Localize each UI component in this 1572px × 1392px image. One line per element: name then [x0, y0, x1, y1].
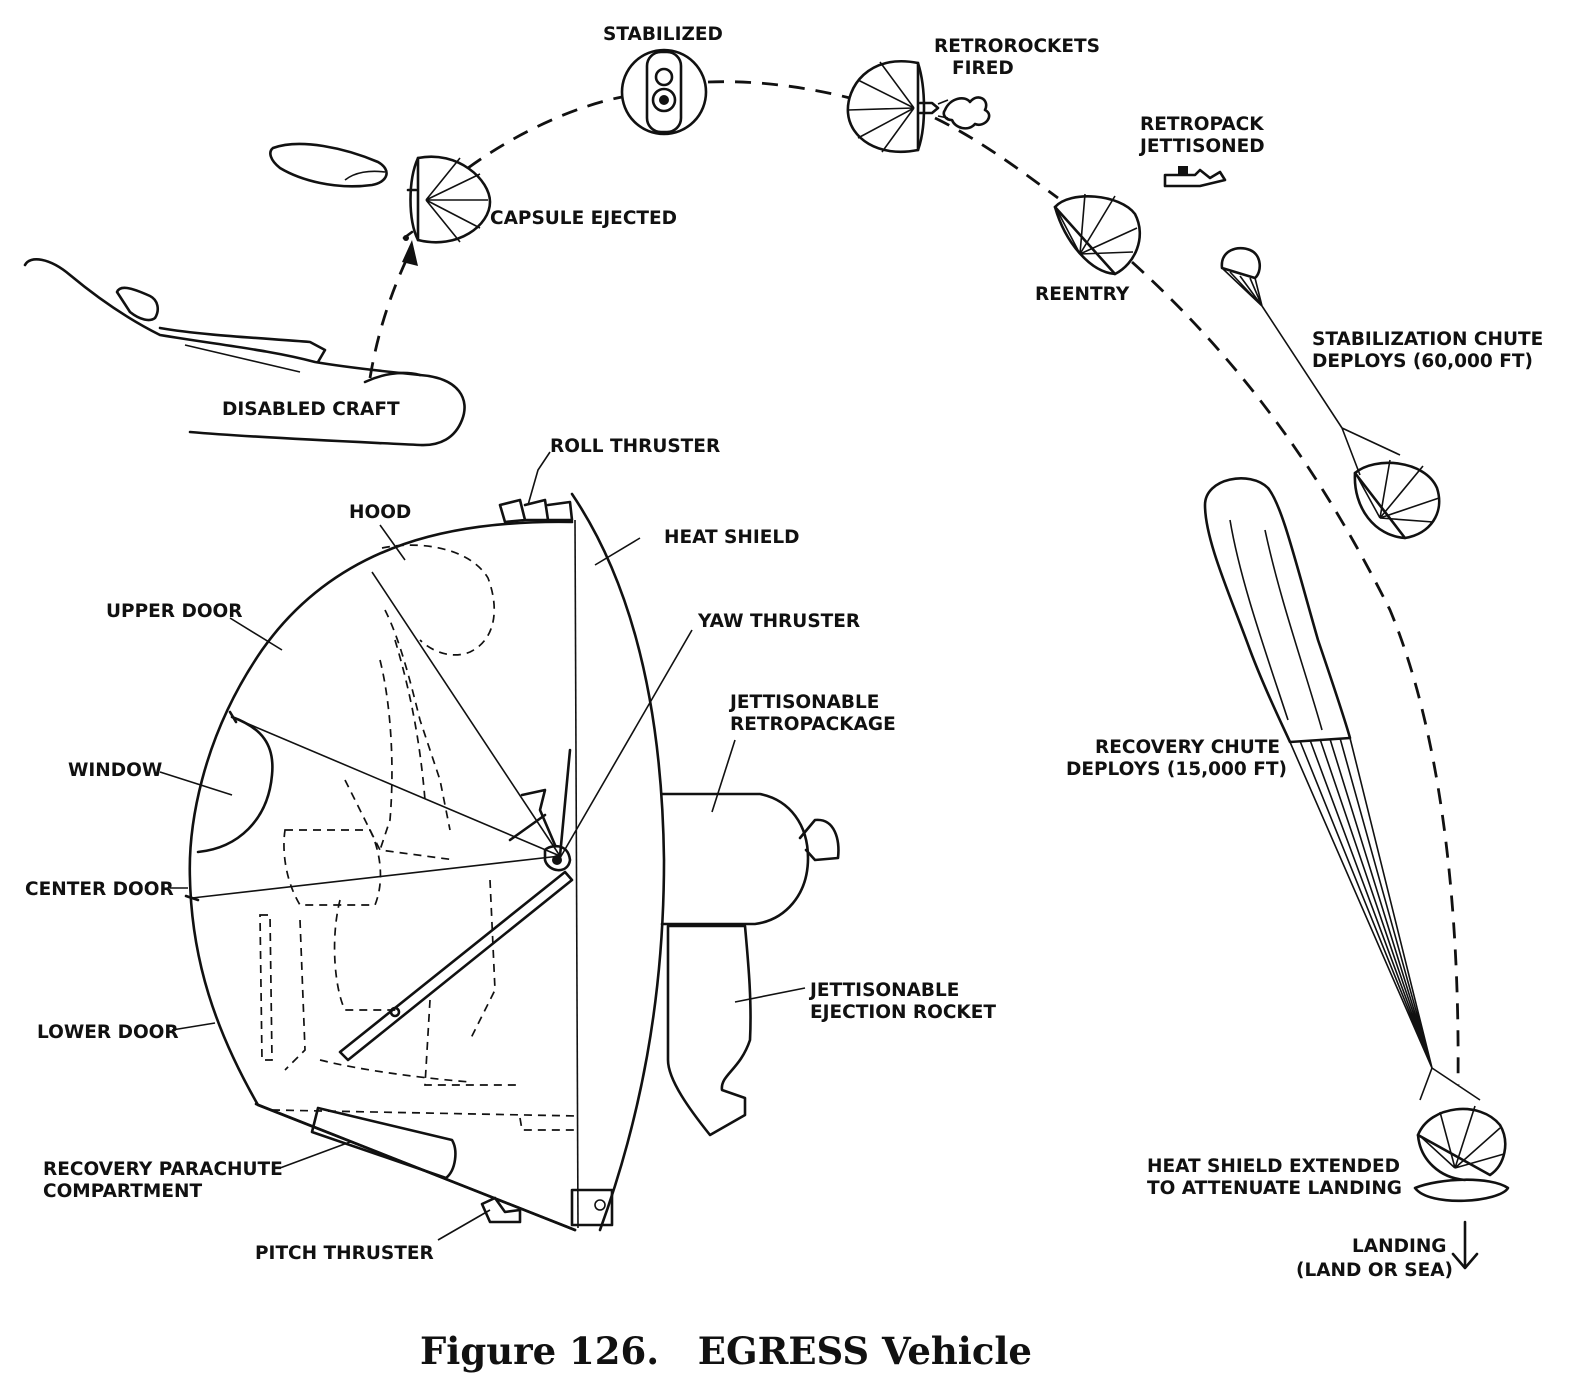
ejection-rocket-label-line1: JETTISONABLE — [808, 980, 959, 1001]
retrorockets-label-line2: FIRED — [952, 58, 1014, 79]
retropackage-label-line1: JETTISONABLE — [728, 692, 879, 713]
retropackage-body — [660, 792, 810, 926]
recovery-chute-lines — [1289, 737, 1433, 1069]
occupant-outline — [259, 544, 520, 1086]
retrorockets-capsule-icon — [846, 60, 940, 154]
stabilized-capsule-icon — [620, 48, 708, 136]
capsule-ejected-label: CAPSULE EJECTED — [490, 208, 677, 229]
parachute-compartment — [310, 1106, 457, 1180]
heat-shield-outline — [570, 492, 666, 1232]
landing-label-line2: (LAND OR SEA) — [1296, 1260, 1453, 1281]
parachute-label-line2: COMPARTMENT — [43, 1181, 202, 1202]
landing-arrow-icon — [1451, 1220, 1479, 1270]
reentry-label: REENTRY — [1035, 284, 1130, 305]
retropack-label-line2: JETTISONED — [1138, 136, 1265, 157]
trajectory-arrowhead — [402, 240, 418, 266]
upper-door-label: UPPER DOOR — [106, 601, 243, 622]
trajectory-path — [368, 80, 1460, 1086]
disabled-craft-label: DISABLED CRAFT — [222, 399, 400, 420]
lower-door-label: LOWER DOOR — [37, 1022, 179, 1043]
retrorockets-label-line1: RETROROCKETS — [934, 36, 1100, 57]
capsule-ejected-icon — [402, 155, 492, 244]
retropack-label-line1: RETROPACK — [1140, 114, 1264, 135]
recovery-chute-label-line2: DEPLOYS (15,000 FT) — [1066, 759, 1287, 780]
landing-label-line1: LANDING — [1352, 1236, 1447, 1257]
stabilization-chute-icon — [1220, 246, 1401, 476]
vehicle-cutaway — [184, 492, 840, 1232]
center-door-label: CENTER DOOR — [25, 879, 174, 900]
roll-thruster-icon — [498, 498, 550, 524]
recovery-chute-icon — [1203, 477, 1481, 1101]
leader-lines — [159, 451, 806, 1241]
stab-chute-label-line2: DEPLOYS (60,000 FT) — [1312, 351, 1533, 372]
ejection-rocket-label-line2: EJECTION ROCKET — [810, 1002, 996, 1023]
figure-caption: Figure 126. EGRESS Vehicle — [420, 1329, 1032, 1373]
ejected-hood-fragment — [269, 142, 388, 188]
parachute-label-line1: RECOVERY PARACHUTE — [43, 1159, 283, 1180]
heat-shield-label: HEAT SHIELD — [664, 527, 800, 548]
heat-shield-extended-icon — [1413, 1105, 1510, 1203]
yaw-thruster-label: YAW THRUSTER — [697, 611, 860, 632]
pitch-thruster-icon — [480, 1196, 522, 1224]
stab-chute-label-line1: STABILIZATION CHUTE — [1312, 329, 1543, 350]
pitch-thruster-label: PITCH THRUSTER — [255, 1243, 434, 1264]
stabilized-label: STABILIZED — [603, 24, 723, 45]
window-label: WINDOW — [68, 760, 162, 781]
disabled-craft — [23, 257, 466, 447]
retrorocket-exhaust-icon — [937, 96, 991, 130]
roll-thruster-label: ROLL THRUSTER — [550, 436, 720, 457]
recovery-chute-label-line1: RECOVERY CHUTE — [1095, 737, 1280, 758]
ejection-rocket-body — [666, 924, 752, 1137]
stab-chute-capsule-icon — [1353, 459, 1441, 540]
retropack-icon — [1163, 166, 1227, 188]
hood-label: HOOD — [349, 502, 411, 523]
retropackage-label-line2: RETROPACKAGE — [730, 714, 896, 735]
reentry-capsule-icon — [1053, 193, 1141, 276]
vehicle-outer-shell — [188, 520, 577, 1232]
heat-shield-ext-label-line2: TO ATTENUATE LANDING — [1147, 1178, 1402, 1199]
heat-shield-ext-label-line1: HEAT SHIELD EXTENDED — [1147, 1156, 1400, 1177]
